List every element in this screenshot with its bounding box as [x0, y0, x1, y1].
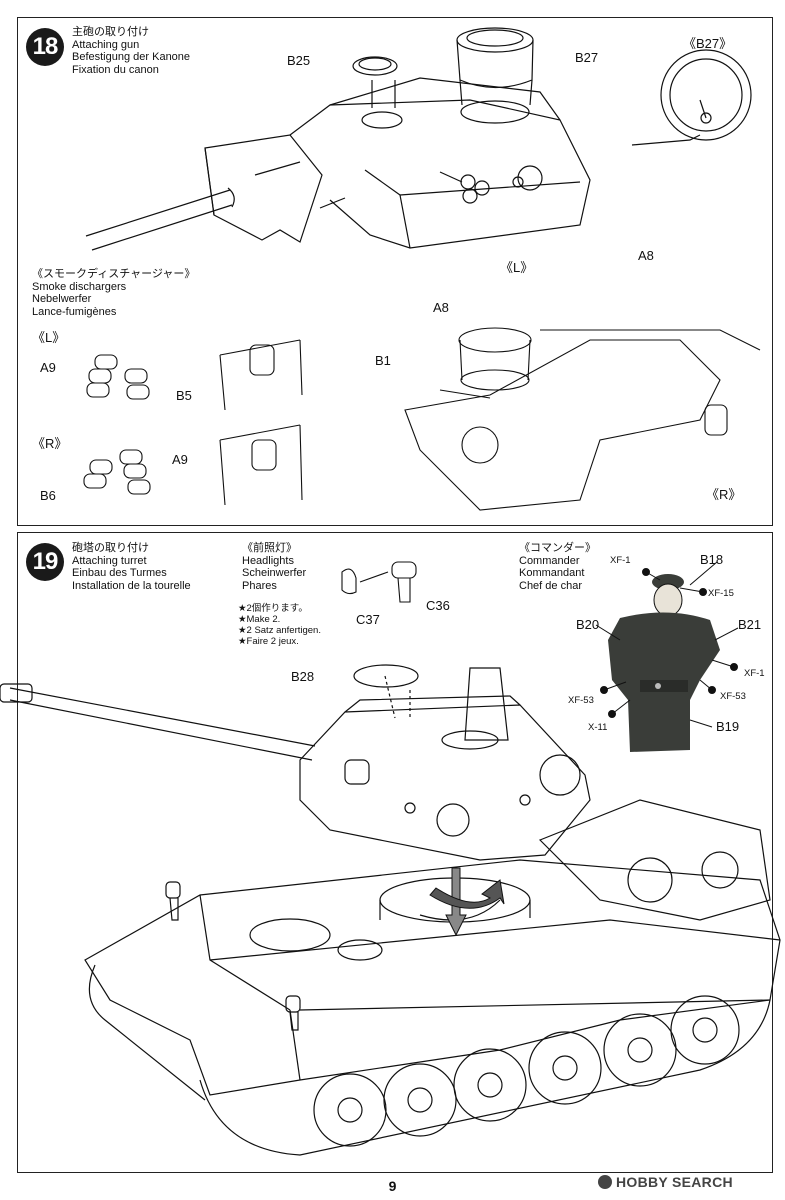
- commander-title-en: Commander: [519, 554, 580, 567]
- xf53-right-label: XF-53: [720, 691, 746, 702]
- step-19-title-jp: 砲塔の取り付け: [72, 542, 149, 554]
- headlights-title-fr: Phares: [242, 579, 277, 592]
- a8-top-label: A8: [638, 248, 654, 263]
- l-main-label: 《L》: [500, 260, 534, 275]
- a9-l-label: A9: [40, 360, 56, 375]
- commander-title: 《コマンダー》 Commander Kommandant Chef de cha…: [519, 542, 596, 592]
- a9-r-label: A9: [172, 452, 188, 467]
- step-18-title-de: Befestigung der Kanone: [72, 51, 191, 63]
- c36-label: C36: [426, 598, 450, 613]
- headlights-title-de: Scheinwerfer: [242, 567, 307, 579]
- watermark-logo-icon: [598, 1175, 612, 1189]
- step-19-title-en: Attaching turret: [72, 554, 147, 567]
- commander-title-fr: Chef de char: [519, 579, 582, 592]
- watermark: HOBBY SEARCH: [598, 1174, 733, 1190]
- smoke-title-fr: Lance-fumigènes: [32, 305, 117, 318]
- step-18-title: 主砲の取り付け Attaching gun Befestigung der Ka…: [72, 26, 190, 76]
- headlights-note-jp: ★2個作ります。: [238, 603, 308, 614]
- page-number: 9: [388, 1178, 397, 1194]
- step-19-title: 砲塔の取り付け Attaching turret Einbau des Turm…: [72, 542, 191, 592]
- xf15-label: XF-15: [708, 588, 734, 599]
- b25-label: B25: [287, 53, 311, 68]
- b19-label: B19: [716, 719, 740, 734]
- step-18-title-fr: Fixation du canon: [72, 63, 159, 76]
- r-main-label: 《R》: [706, 487, 742, 502]
- xf53-left-label: XF-53: [568, 695, 594, 706]
- headlights-note-en: ★Make 2.: [238, 614, 281, 625]
- b20-label: B20: [576, 617, 600, 632]
- step-19-title-fr: Installation de la tourelle: [72, 579, 191, 592]
- b28-label: B28: [291, 669, 315, 684]
- step-18-badge: 18: [26, 28, 64, 66]
- b6-label: B6: [40, 488, 56, 503]
- b27-label: B27: [575, 50, 599, 65]
- headlights-title-en: Headlights: [242, 554, 294, 567]
- commander-figure: [608, 574, 720, 752]
- a8-left-label: A8: [433, 300, 449, 315]
- headlights-title: 《前照灯》 Headlights Scheinwerfer Phares: [242, 542, 306, 592]
- smoke-r-label: 《R》: [32, 436, 68, 451]
- b21-label: B21: [738, 617, 762, 632]
- b27-detail-label: 《B27》: [683, 36, 733, 51]
- smoke-title-jp: 《スモークディスチャージャー》: [32, 268, 196, 280]
- smoke-l-label: 《L》: [32, 330, 66, 345]
- smoke-dischargers-title: 《スモークディスチャージャー》 Smoke dischargers Nebelw…: [32, 268, 195, 318]
- smoke-title-en: Smoke dischargers: [32, 280, 127, 293]
- xf1-right-label: XF-1: [744, 668, 765, 679]
- headlights-note-fr: ★Faire 2 jeux.: [238, 636, 299, 647]
- headlights-note-de: ★2 Satz anfertigen.: [238, 625, 321, 636]
- headlights-title-jp: 《前照灯》: [242, 542, 297, 554]
- step-19-badge: 19: [26, 543, 64, 581]
- commander-title-jp: 《コマンダー》: [519, 542, 596, 554]
- smoke-title-de: Nebelwerfer: [32, 293, 92, 305]
- b1-label: B1: [375, 353, 391, 368]
- b18-label: B18: [700, 552, 724, 567]
- c37-label: C37: [356, 612, 380, 627]
- x11-label: X-11: [588, 722, 608, 733]
- b5-label: B5: [176, 388, 192, 403]
- step-18-title-jp: 主砲の取り付け: [72, 26, 149, 38]
- commander-title-de: Kommandant: [519, 567, 585, 579]
- xf1-top-label: XF-1: [610, 555, 631, 566]
- watermark-text: HOBBY SEARCH: [616, 1174, 733, 1190]
- step-18-title-en: Attaching gun: [72, 38, 140, 51]
- step-19-title-de: Einbau des Turmes: [72, 567, 167, 579]
- headlights-note: ★2個作ります。 ★Make 2. ★2 Satz anfertigen. ★F…: [238, 603, 321, 647]
